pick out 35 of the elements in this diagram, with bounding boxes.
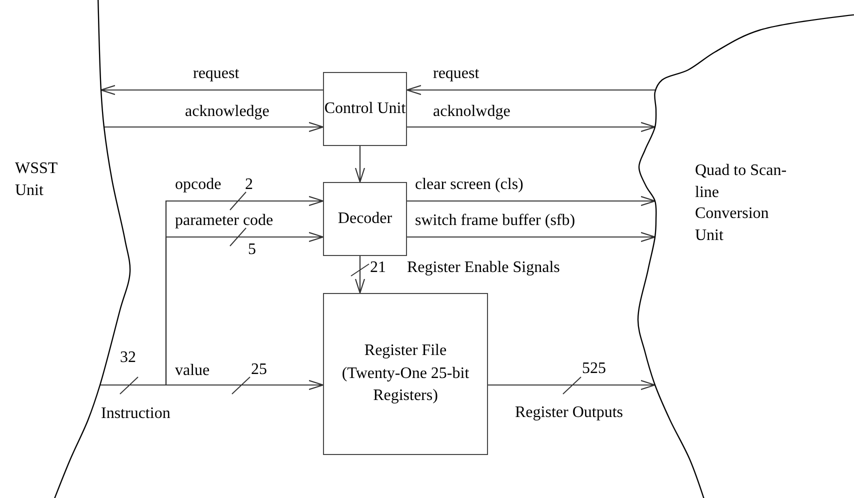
bus-width-label: 5 [248, 242, 256, 258]
edge-label: request [433, 66, 480, 82]
edge-label: parameter code [175, 213, 274, 229]
decoder-box [323, 182, 407, 256]
edge-label: value [175, 363, 210, 379]
edge-label: clear screen (cls) [415, 177, 524, 193]
bus-width-label: 25 [251, 362, 267, 378]
edge-label: acknolwdge [433, 104, 510, 120]
bus-width-label: 21 [370, 260, 386, 276]
arrow [104, 122, 324, 132]
edge-label: opcode [175, 177, 222, 193]
edge-label: acknowledge [185, 104, 270, 120]
bus-width-label: 2 [245, 177, 253, 193]
bus-width-label: 525 [582, 361, 606, 377]
unit-label: Quad to Scan-line Conversion Unit [695, 161, 788, 246]
arrow [407, 122, 656, 132]
edge-label: Register Outputs [515, 405, 623, 421]
arrow [407, 196, 656, 206]
arrow [406, 84, 656, 96]
edge-label: Register Enable Signals [407, 260, 560, 276]
register-file-box [323, 293, 488, 455]
arrow [488, 380, 656, 390]
edge-label: switch frame buffer (sfb) [415, 213, 576, 229]
arrow [354, 146, 366, 183]
box-label: Register File (Twenty-One 25-bit Registers) [340, 341, 470, 406]
box-label: Decoder [338, 208, 392, 229]
arrow [100, 84, 323, 96]
arrow [354, 256, 366, 294]
unit-label: WSST Unit [15, 159, 58, 201]
box-label: Control Unit [324, 98, 406, 119]
edge-label: request [193, 66, 240, 82]
bus-width-label: 32 [120, 350, 136, 366]
control-unit-box [323, 72, 407, 146]
signal-label: Instruction [101, 406, 170, 422]
arrow [407, 232, 656, 242]
